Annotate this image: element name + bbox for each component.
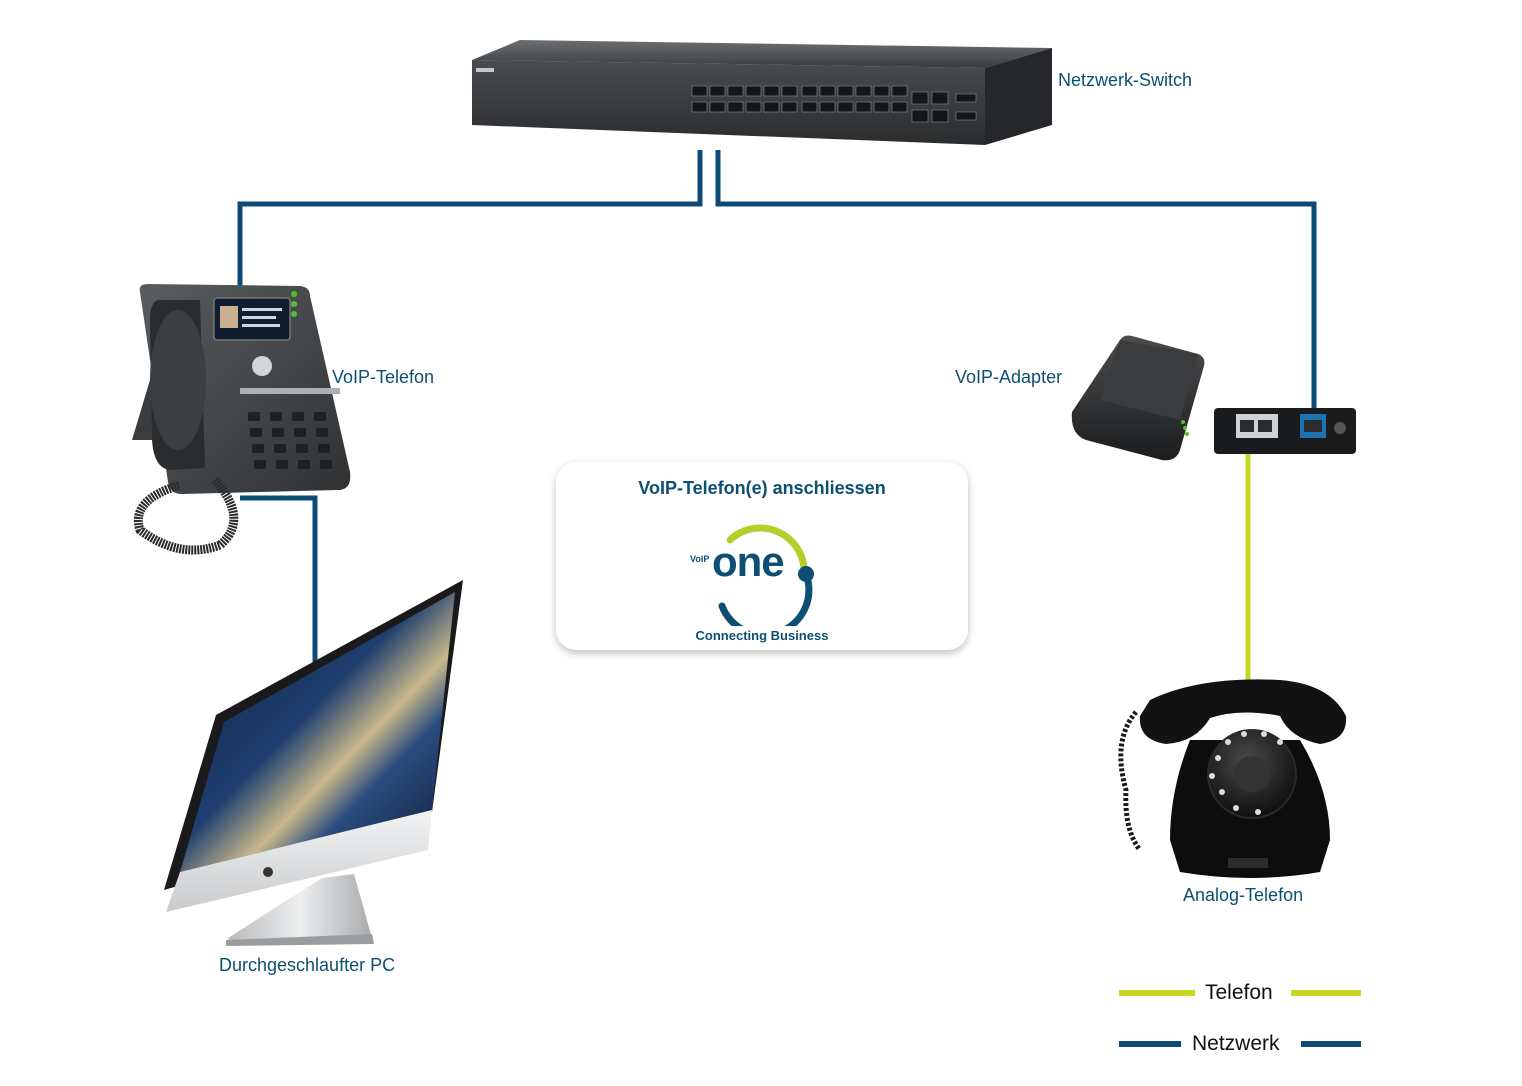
legend-netzwerk-label: Netzwerk <box>1192 1032 1280 1055</box>
analog-phone-label: Analog-Telefon <box>1183 885 1304 905</box>
pc-label: Durchgeschlaufter PC <box>219 955 396 975</box>
voip-adapter-label: VoIP-Adapter <box>955 367 1063 387</box>
logo-tagline: Connecting Business <box>695 628 829 643</box>
logo-main-text: one <box>712 538 785 585</box>
switch-label: Netzwerk-Switch <box>1058 70 1193 90</box>
network-line-phone-to-pc <box>240 495 318 672</box>
desk-ip-phone-icon <box>132 284 351 555</box>
voip-one-logo <box>718 524 814 626</box>
legend-telefon-label: Telefon <box>1205 981 1273 1004</box>
desktop-computer-icon <box>164 580 463 946</box>
network-connections <box>237 150 1317 672</box>
legend-netzwerk-swatch-right <box>1301 1041 1361 1047</box>
voip-phone-label: VoIP-Telefon <box>332 367 435 387</box>
network-switch-icon <box>472 40 1052 145</box>
voip-adapter-icon <box>1071 335 1356 461</box>
info-card: VoIP-Telefon(e) anschliessen VoIP one Co… <box>556 462 968 650</box>
logo-small-text: VoIP <box>690 554 710 564</box>
network-line-switch-to-voip-phone <box>237 150 703 290</box>
legend-telefon-swatch-right <box>1291 990 1361 996</box>
card-title: VoIP-Telefon(e) anschliessen <box>638 478 886 498</box>
network-line-switch-to-adapter <box>715 150 1317 408</box>
legend-netzwerk-swatch-left <box>1119 1041 1181 1047</box>
legend-telefon-swatch-left <box>1119 990 1195 996</box>
rotary-phone-icon <box>1118 679 1347 878</box>
